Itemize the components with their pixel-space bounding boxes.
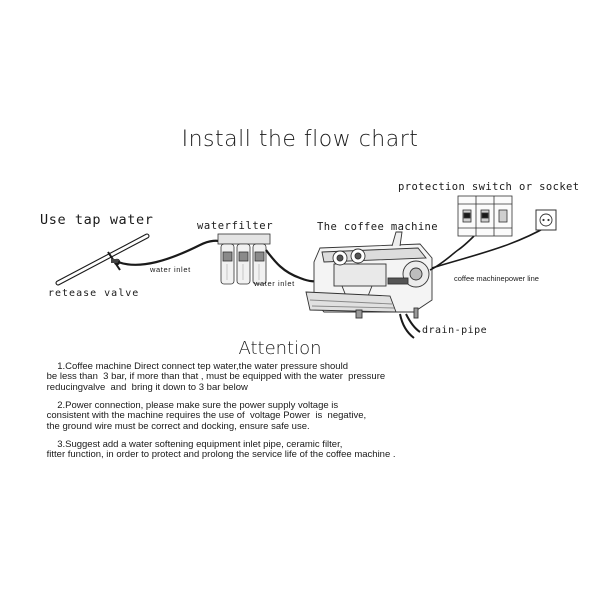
wall-socket: [535, 209, 557, 231]
power-line-to-socket: [431, 225, 549, 269]
attention-note-2: 2.Power connection, please make sure the…: [46, 400, 367, 432]
power-line-to-switch: [429, 235, 475, 271]
page-title: Install the flow chart: [181, 127, 419, 152]
coffee-machine: [305, 231, 433, 319]
drain-pipe: [399, 313, 421, 339]
water-hose-to-filter: [117, 239, 223, 266]
attention-note-1: 1.Coffee machine Direct connect tep wate…: [46, 361, 386, 393]
label-water-inlet-1: water inlet: [150, 265, 191, 274]
water-filter-unit: [217, 233, 271, 285]
tap-water-pipe: [55, 233, 150, 286]
label-water-filter: waterfilter: [197, 220, 274, 232]
attention-note-3: 3.Suggest add a water softening equipmen…: [46, 439, 396, 461]
release-valve: [107, 251, 121, 271]
label-release-valve: retease valve: [48, 288, 140, 299]
label-protection-switch: protection switch or socket: [398, 181, 580, 193]
label-use-tap-water: Use tap water: [40, 212, 154, 228]
label-water-inlet-2: water inlet: [254, 279, 295, 288]
label-drain-pipe: drain-pipe: [422, 325, 488, 336]
attention-heading: Attention: [238, 338, 322, 359]
label-coffee-machine: The coffee machine: [317, 221, 438, 233]
protection-switch: [457, 195, 513, 237]
label-power-line: coffee machinepower line: [454, 274, 539, 283]
